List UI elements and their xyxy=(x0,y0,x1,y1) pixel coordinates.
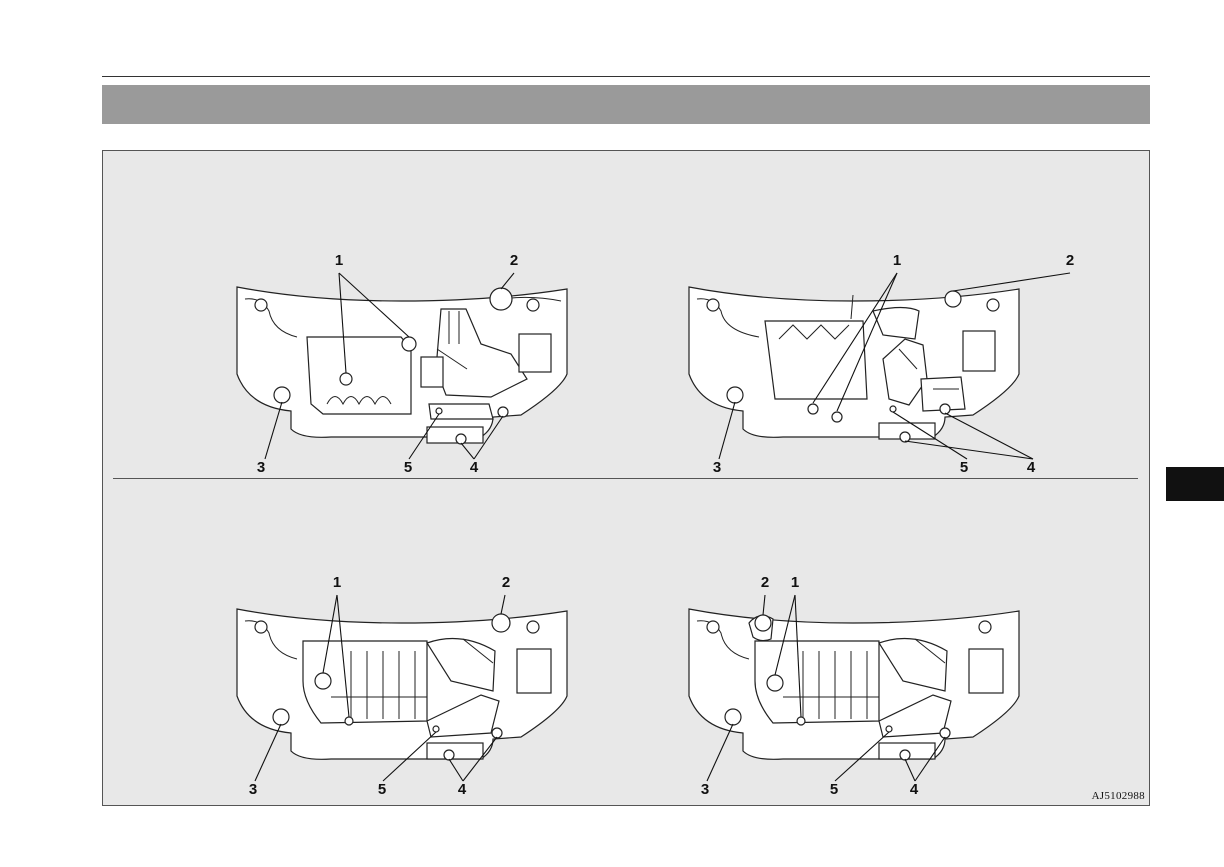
callout-3: 3 xyxy=(710,460,724,475)
callout-1: 1 xyxy=(788,575,802,590)
callout-1: 1 xyxy=(332,253,346,268)
callout-5: 5 xyxy=(827,782,841,797)
callout-4: 4 xyxy=(1024,460,1038,475)
section-header-bar xyxy=(102,85,1150,124)
callout-2: 2 xyxy=(1063,253,1077,268)
engine-bay-drawing xyxy=(683,249,1023,484)
engine-bay-drawing xyxy=(683,571,1023,806)
engine-compartment-figure: 1 2 3 5 4 xyxy=(102,150,1150,806)
top-rule xyxy=(102,76,1150,77)
engine-bay-drawing xyxy=(231,571,571,806)
callout-5: 5 xyxy=(375,782,389,797)
callout-4: 4 xyxy=(455,782,469,797)
callout-3: 3 xyxy=(254,460,268,475)
engine-diagram-top-left: 1 2 3 5 4 xyxy=(231,249,571,484)
callout-4: 4 xyxy=(467,460,481,475)
callout-5: 5 xyxy=(957,460,971,475)
callout-3: 3 xyxy=(698,782,712,797)
engine-diagram-top-right: 1 2 3 5 4 xyxy=(683,249,1023,484)
callout-2: 2 xyxy=(499,575,513,590)
callout-4: 4 xyxy=(907,782,921,797)
engine-bay-drawing xyxy=(231,249,571,484)
callout-1: 1 xyxy=(330,575,344,590)
callout-2: 2 xyxy=(507,253,521,268)
engine-diagram-bottom-left: 1 2 3 5 4 xyxy=(231,571,571,806)
callout-5: 5 xyxy=(401,460,415,475)
chapter-tab xyxy=(1166,467,1224,501)
engine-diagram-bottom-right: 2 1 3 5 4 xyxy=(683,571,1023,806)
callout-2: 2 xyxy=(758,575,772,590)
callout-1: 1 xyxy=(890,253,904,268)
callout-3: 3 xyxy=(246,782,260,797)
figure-code: AJ5102988 xyxy=(1092,790,1145,802)
